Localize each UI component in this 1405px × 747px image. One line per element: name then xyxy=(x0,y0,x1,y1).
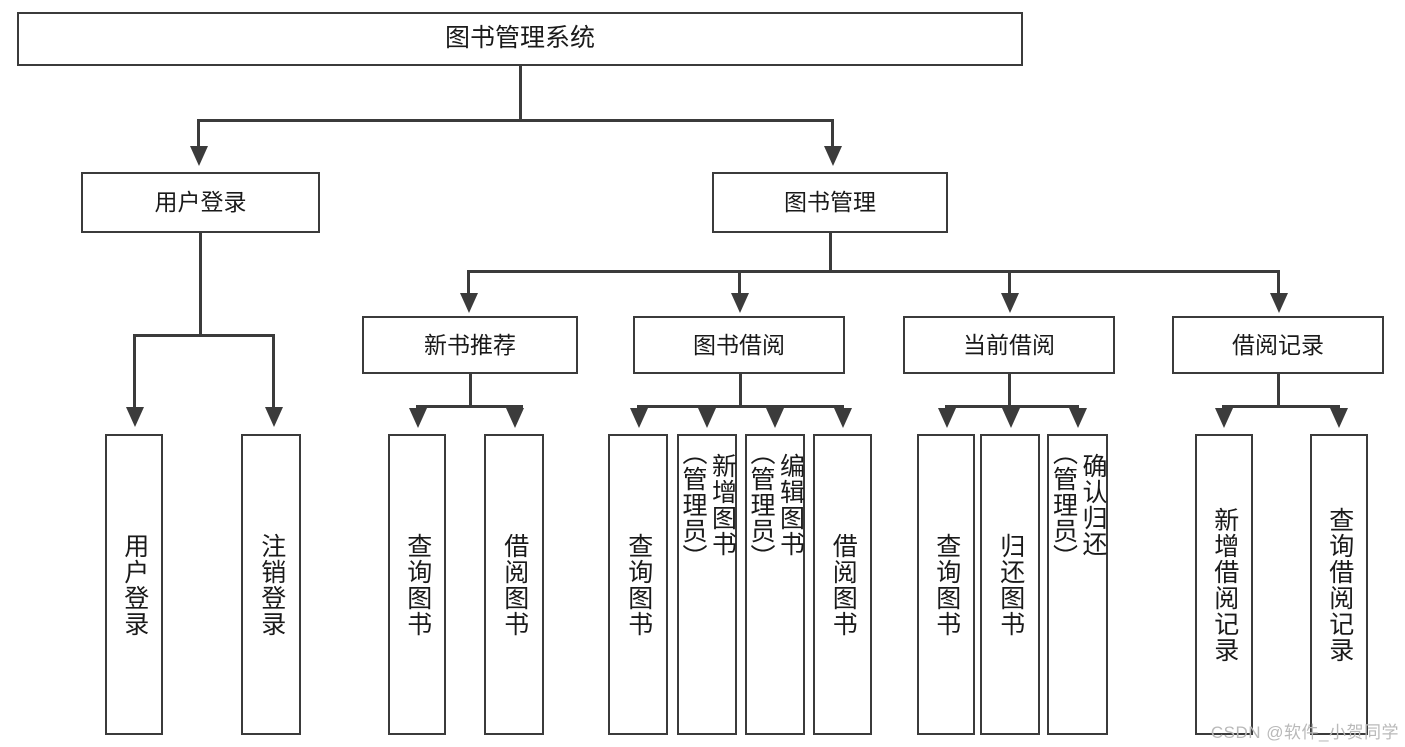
connector-user-login-drop-2 xyxy=(272,334,275,407)
node-label: 图书管理 xyxy=(784,189,876,216)
arrow-to-current-borrow xyxy=(1001,293,1019,313)
connector-level2-drop-4 xyxy=(1277,270,1280,293)
arrow-to-user-login xyxy=(190,146,208,166)
connector-root-drop-left xyxy=(197,119,200,146)
leaf-query-borrow-record[interactable]: 查询借阅记录 xyxy=(1310,434,1368,735)
node-label: 编辑图书 （管理员） xyxy=(747,440,805,570)
connector-borrow-drop-3 xyxy=(773,405,776,409)
node-label: 注销登录 xyxy=(257,532,286,637)
node-label: 查询图书 xyxy=(624,532,653,637)
leaf-add-borrow-record[interactable]: 新增借阅记录 xyxy=(1195,434,1253,735)
connector-records-stem xyxy=(1277,374,1280,407)
connector-recommend-drop-2 xyxy=(513,405,516,409)
node-label: 当前借阅 xyxy=(963,331,1055,358)
node-label: 查询图书 xyxy=(932,532,961,637)
arrow-to-borrow-records xyxy=(1270,293,1288,313)
connector-root-bus xyxy=(197,119,834,122)
leaf-edit-book-admin[interactable]: 编辑图书 （管理员） xyxy=(745,434,805,735)
node-label: 确认归还 （管理员） xyxy=(1049,440,1108,570)
connector-records-drop-2 xyxy=(1337,405,1340,409)
node-new-book-recommend[interactable]: 新书推荐 xyxy=(362,316,578,374)
node-label: 查询图书 xyxy=(403,532,432,637)
node-label: 新书推荐 xyxy=(424,331,516,358)
arrow-to-leaf-borrow-book-1 xyxy=(506,408,524,428)
connector-recommend-stem xyxy=(469,374,472,407)
arrow-to-leaf-add-record xyxy=(1215,408,1233,428)
node-current-borrow[interactable]: 当前借阅 xyxy=(903,316,1115,374)
connector-root-stem xyxy=(519,66,522,121)
leaf-confirm-return-admin[interactable]: 确认归还 （管理员） xyxy=(1047,434,1108,735)
arrow-to-book-borrow xyxy=(731,293,749,313)
node-label: 新增图书 （管理员） xyxy=(679,440,737,570)
arrow-to-leaf-edit-book xyxy=(766,408,784,428)
connector-borrow-bus xyxy=(637,405,844,408)
arrow-to-leaf-query-book-3 xyxy=(938,408,956,428)
node-root-system[interactable]: 图书管理系统 xyxy=(17,12,1023,66)
node-label: 借阅图书 xyxy=(500,532,529,637)
connector-borrow-drop-1 xyxy=(637,405,640,409)
leaf-query-book-current[interactable]: 查询图书 xyxy=(917,434,975,735)
connector-book-manage-stem xyxy=(829,233,832,272)
connector-root-drop-right xyxy=(831,119,834,146)
connector-level2-drop-3 xyxy=(1008,270,1011,293)
arrow-to-new-book-recommend xyxy=(460,293,478,313)
leaf-query-book-borrow[interactable]: 查询图书 xyxy=(608,434,668,735)
node-label: 新增借阅记录 xyxy=(1210,506,1239,663)
leaf-add-book-admin[interactable]: 新增图书 （管理员） xyxy=(677,434,737,735)
arrow-to-leaf-confirm-return xyxy=(1069,408,1087,428)
node-label: 用户登录 xyxy=(154,189,247,216)
connector-user-login-bus xyxy=(133,334,275,337)
arrow-to-leaf-logout xyxy=(265,407,283,427)
arrow-to-leaf-user-login xyxy=(126,407,144,427)
node-book-management[interactable]: 图书管理 xyxy=(712,172,948,233)
connector-borrow-stem xyxy=(739,374,742,407)
connector-borrow-drop-4 xyxy=(841,405,844,409)
node-label: 借阅记录 xyxy=(1232,331,1324,358)
arrow-to-leaf-add-book xyxy=(698,408,716,428)
node-book-borrow[interactable]: 图书借阅 xyxy=(633,316,845,374)
node-user-login[interactable]: 用户登录 xyxy=(81,172,320,233)
connector-borrow-drop-2 xyxy=(705,405,708,409)
connector-level2-drop-1 xyxy=(467,270,470,293)
arrow-to-leaf-borrow-book-2 xyxy=(834,408,852,428)
arrow-to-leaf-return-book xyxy=(1002,408,1020,428)
connector-user-login-stem xyxy=(199,233,202,336)
connector-records-drop-1 xyxy=(1222,405,1225,409)
node-label: 图书借阅 xyxy=(693,331,785,358)
leaf-query-book-recommend[interactable]: 查询图书 xyxy=(388,434,446,735)
connector-recommend-bus xyxy=(416,405,523,408)
node-borrow-records[interactable]: 借阅记录 xyxy=(1172,316,1384,374)
arrow-to-leaf-query-book-1 xyxy=(409,408,427,428)
node-label: 借阅图书 xyxy=(829,532,858,637)
leaf-borrow-book-recommend[interactable]: 借阅图书 xyxy=(484,434,544,735)
connector-records-bus xyxy=(1222,405,1340,408)
leaf-user-login[interactable]: 用户登录 xyxy=(105,434,163,735)
arrow-to-leaf-query-record xyxy=(1330,408,1348,428)
connector-current-drop-3 xyxy=(1076,405,1079,409)
arrow-to-book-manage xyxy=(824,146,842,166)
arrow-to-leaf-query-book-2 xyxy=(630,408,648,428)
leaf-return-book[interactable]: 归还图书 xyxy=(980,434,1040,735)
connector-current-drop-2 xyxy=(1009,405,1012,409)
connector-recommend-drop-1 xyxy=(416,405,419,409)
connector-current-stem xyxy=(1008,374,1011,407)
node-label: 用户登录 xyxy=(120,532,149,637)
leaf-logout[interactable]: 注销登录 xyxy=(241,434,301,735)
connector-level2-drop-2 xyxy=(738,270,741,293)
connector-current-bus xyxy=(945,405,1079,408)
node-label: 图书管理系统 xyxy=(444,24,595,53)
leaf-borrow-book-borrow[interactable]: 借阅图书 xyxy=(813,434,872,735)
node-label: 归还图书 xyxy=(996,532,1025,637)
connector-level2-bus xyxy=(467,270,1279,273)
connector-user-login-drop-1 xyxy=(133,334,136,407)
node-label: 查询借阅记录 xyxy=(1325,506,1354,663)
connector-current-drop-1 xyxy=(945,405,948,409)
